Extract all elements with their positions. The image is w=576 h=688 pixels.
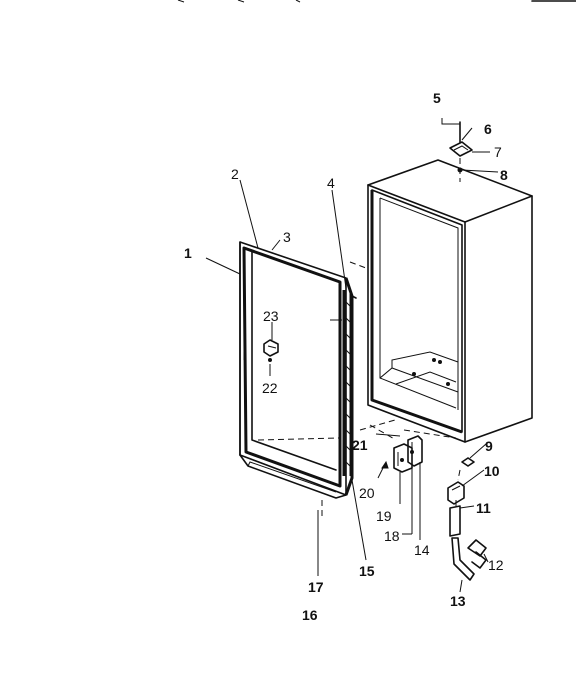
callout-1: 1 bbox=[184, 245, 192, 261]
callout-22: 22 bbox=[262, 380, 278, 396]
callout-13: 13 bbox=[450, 593, 466, 609]
cabinet-body bbox=[367, 159, 533, 443]
callout-6: 6 bbox=[484, 121, 492, 137]
callout-2: 2 bbox=[231, 166, 239, 182]
door-gasket bbox=[342, 290, 351, 476]
callout-16: 16 bbox=[302, 607, 318, 623]
callout-9: 9 bbox=[485, 438, 493, 454]
callout-15: 15 bbox=[359, 563, 375, 579]
door-assembly bbox=[239, 241, 357, 499]
top-hinge-assembly bbox=[441, 118, 499, 182]
callout-3: 3 bbox=[283, 229, 291, 245]
callout-17: 17 bbox=[308, 579, 324, 595]
assembly-guide-lines bbox=[257, 261, 457, 518]
callout-20: 20 bbox=[359, 485, 375, 501]
callout-4: 4 bbox=[327, 175, 335, 191]
callout-5: 5 bbox=[433, 90, 441, 106]
leg-leveler-parts bbox=[447, 443, 489, 593]
callout-10: 10 bbox=[484, 463, 500, 479]
bottom-hinge-parts bbox=[375, 433, 423, 540]
callout-14: 14 bbox=[414, 542, 430, 558]
callout-7: 7 bbox=[494, 144, 502, 160]
callout-21: 21 bbox=[352, 437, 368, 453]
callout-12: 12 bbox=[488, 557, 504, 573]
callout-18: 18 bbox=[384, 528, 400, 544]
callout-11: 11 bbox=[476, 500, 491, 516]
top-edge-marks bbox=[177, 0, 576, 3]
leader-lines bbox=[205, 179, 367, 576]
callout-8: 8 bbox=[500, 167, 508, 183]
callout-23: 23 bbox=[263, 308, 279, 324]
callout-labels: 1 2 3 4 5 6 7 8 9 10 11 12 13 14 15 16 1… bbox=[184, 90, 508, 623]
callout-19: 19 bbox=[376, 508, 392, 524]
